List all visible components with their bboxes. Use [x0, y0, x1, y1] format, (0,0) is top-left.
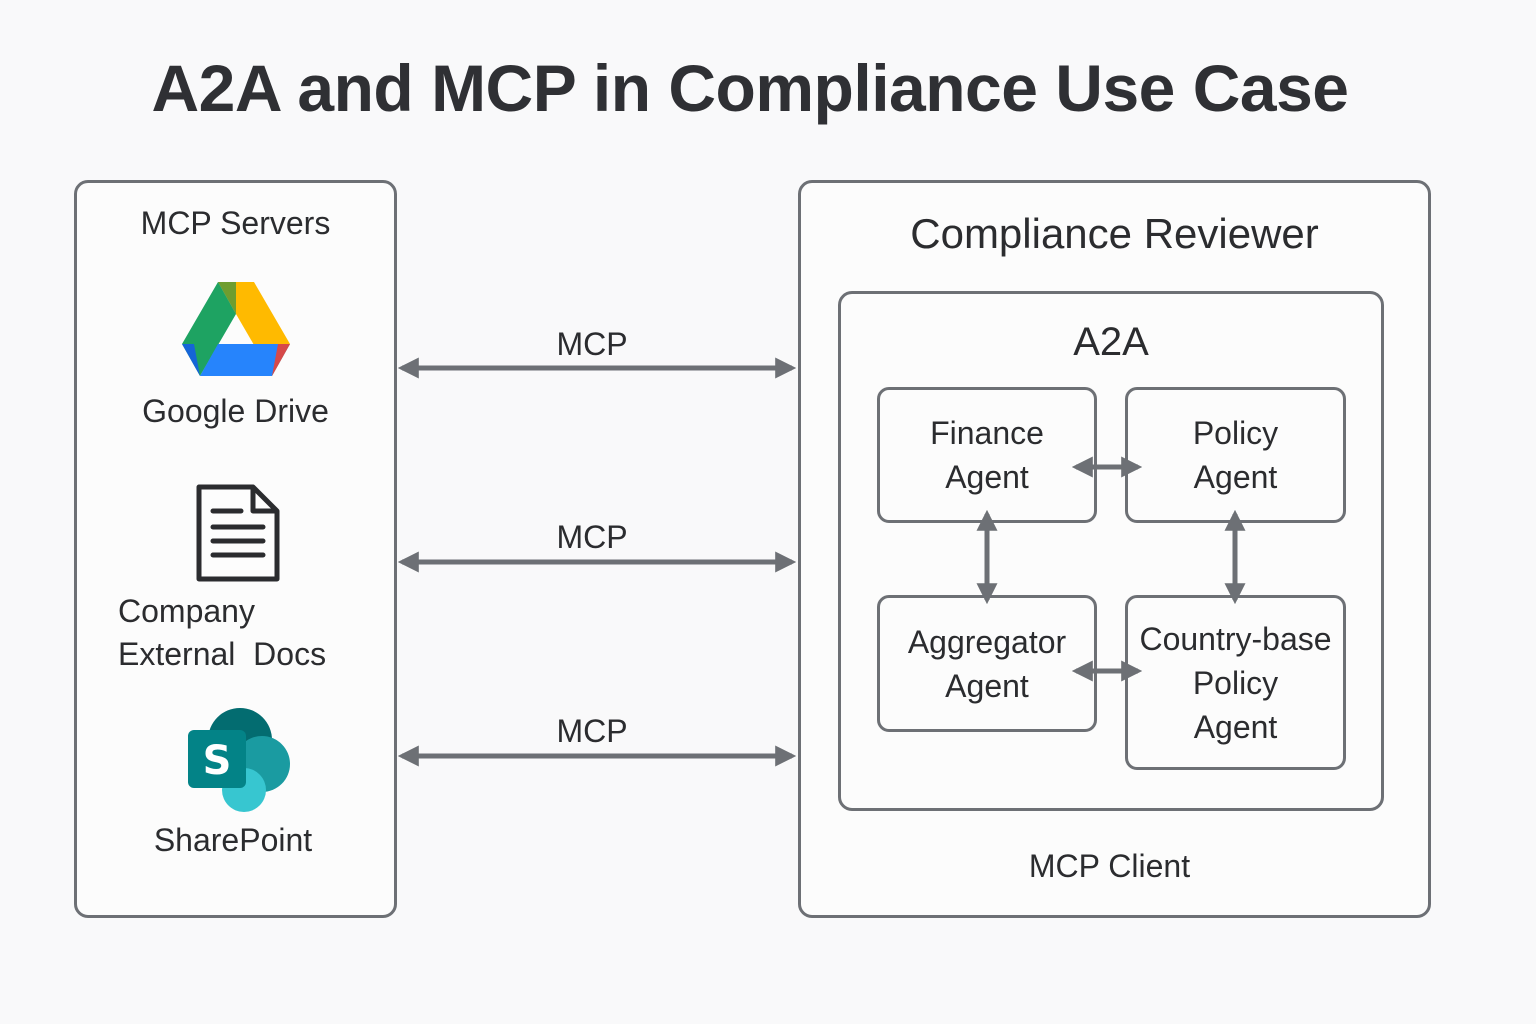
google-drive-icon — [182, 282, 290, 376]
company-docs-label: Company External Docs — [118, 593, 327, 672]
aggregator-agent-label: Aggregator Agent — [907, 623, 1067, 704]
mcp-connection-label: MCP — [556, 519, 628, 555]
page-title: A2A and MCP in Compliance Use Case — [151, 51, 1349, 125]
country-policy-agent-box: Country-base Policy Agent — [1125, 595, 1346, 770]
sharepoint-icon: S — [188, 708, 290, 812]
country-policy-agent-label: Country-base Policy Agent — [1139, 620, 1332, 745]
mcp-servers-label: MCP Servers — [140, 205, 331, 241]
finance-agent-box: Finance Agent — [877, 387, 1097, 523]
mcp-client-label: MCP Client — [1028, 848, 1191, 884]
sharepoint-label: SharePoint — [153, 822, 313, 858]
svg-text:S: S — [203, 738, 232, 784]
aggregator-agent-box: Aggregator Agent — [877, 595, 1097, 732]
document-icon — [196, 484, 280, 582]
mcp-connection-label: MCP — [556, 713, 628, 749]
policy-agent-label: Policy Agent — [1192, 415, 1279, 495]
a2a-label: A2A — [1073, 320, 1149, 364]
mcp-connection-label: MCP — [556, 326, 628, 362]
finance-agent-label: Finance Agent — [930, 415, 1044, 495]
compliance-reviewer-label: Compliance Reviewer — [910, 210, 1319, 257]
google-drive-label: Google Drive — [142, 393, 329, 429]
